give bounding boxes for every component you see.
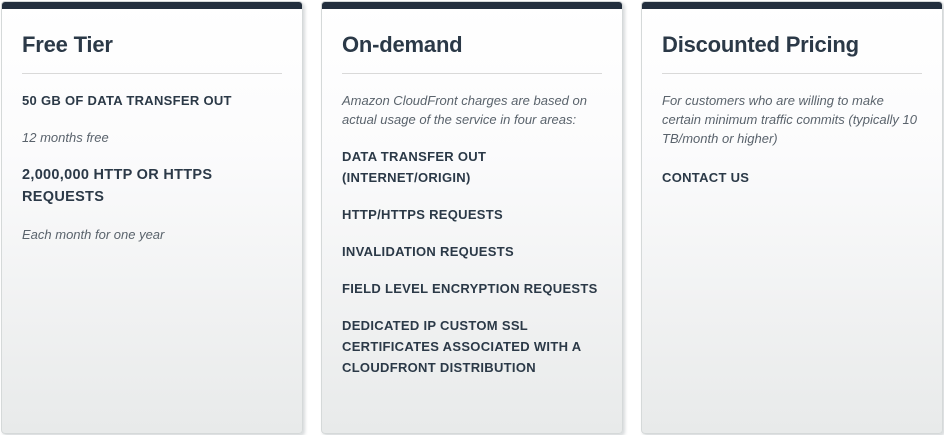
card-title: On-demand xyxy=(342,32,463,57)
card-intro-text: Amazon CloudFront charges are based on a… xyxy=(342,93,587,127)
feature-note: 12 months free xyxy=(22,130,109,145)
card-intro-text: For customers who are willing to make ce… xyxy=(662,93,917,146)
feature-item: INVALIDATION REQUESTS xyxy=(342,244,514,259)
feature-item: DEDICATED IP CUSTOM SSL CERTIFICATES ASS… xyxy=(342,318,581,375)
card-title: Free Tier xyxy=(22,32,113,57)
card-accent-bar xyxy=(642,2,942,9)
feature-item: DATA TRANSFER OUT (INTERNET/ORIGIN) xyxy=(342,149,487,185)
card-body: On-demand Amazon CloudFront charges are … xyxy=(322,9,622,433)
feature-item: HTTP/HTTPS REQUESTS xyxy=(342,207,503,222)
feature-item: 50 GB OF DATA TRANSFER OUT xyxy=(22,93,232,108)
card-body: Discounted Pricing For customers who are… xyxy=(642,9,942,433)
pricing-card-free-tier: Free Tier 50 GB OF DATA TRANSFER OUT 12 … xyxy=(1,1,303,434)
card-title: Discounted Pricing xyxy=(662,32,859,57)
card-accent-bar xyxy=(2,2,302,9)
feature-note: Each month for one year xyxy=(22,227,165,242)
pricing-card-discounted-pricing: Discounted Pricing For customers who are… xyxy=(641,1,943,434)
contact-us-link[interactable]: CONTACT US xyxy=(662,170,750,185)
feature-item: 2,000,000 HTTP OR HTTPS REQUESTS xyxy=(22,167,213,205)
pricing-card-on-demand: On-demand Amazon CloudFront charges are … xyxy=(321,1,623,434)
title-divider xyxy=(22,73,282,74)
card-body: Free Tier 50 GB OF DATA TRANSFER OUT 12 … xyxy=(2,9,302,433)
card-accent-bar xyxy=(322,2,622,9)
feature-item: FIELD LEVEL ENCRYPTION REQUESTS xyxy=(342,281,598,296)
title-divider xyxy=(342,73,602,74)
title-divider xyxy=(662,73,922,74)
